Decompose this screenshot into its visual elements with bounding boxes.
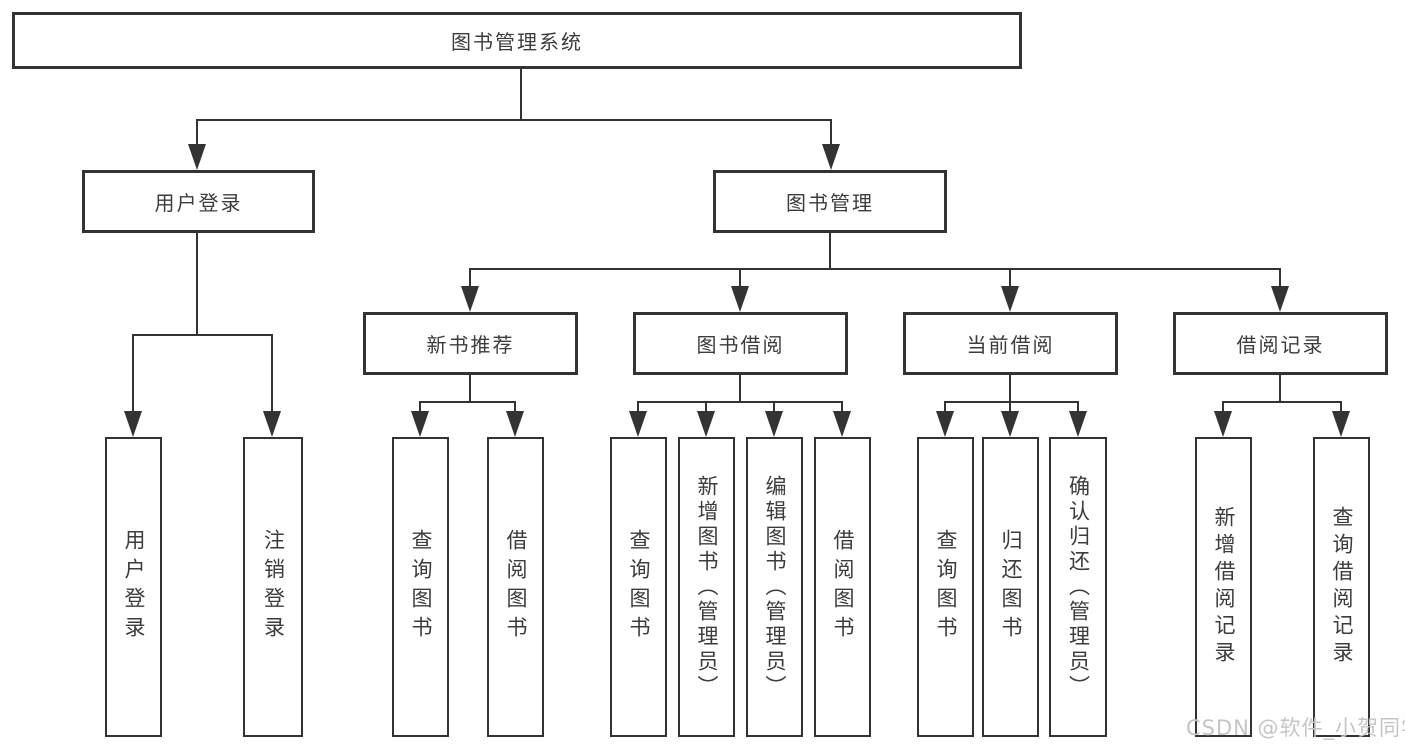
connector-vline <box>944 401 946 413</box>
arrowhead-down <box>506 411 524 437</box>
connector-vline <box>469 268 471 288</box>
connector-vline <box>196 119 198 146</box>
connector-vline <box>271 334 273 413</box>
node-new-book-recommend: 新书推荐 <box>363 312 578 375</box>
arrowhead-down <box>833 411 851 437</box>
arrowhead-down <box>936 411 954 437</box>
arrowhead-down <box>765 411 783 437</box>
connector-vline <box>1222 401 1224 413</box>
arrowhead-down <box>731 286 749 312</box>
connector-vline <box>773 401 775 413</box>
connector-hline <box>944 401 1079 403</box>
connector-vline <box>1279 268 1281 288</box>
leaf-add-borrow-record: 新增借阅记录 <box>1195 437 1252 737</box>
connector-vline <box>132 334 134 413</box>
leaf-query-borrow-record: 查询借阅记录 <box>1313 437 1370 737</box>
leaf-add-books-admin: 新增图书（管理员） <box>678 437 735 737</box>
connector-vline <box>829 233 831 270</box>
arrowhead-down <box>697 411 715 437</box>
connector-vline <box>841 401 843 413</box>
arrowhead-down <box>1214 411 1232 437</box>
arrowhead-down <box>1001 286 1019 312</box>
connector-hline <box>469 268 1281 270</box>
connector-vline <box>520 69 522 120</box>
connector-vline <box>1279 375 1281 403</box>
connector-hline <box>419 401 516 403</box>
node-root: 图书管理系统 <box>12 12 1022 69</box>
leaf-query-books-newbook: 查询图书 <box>392 437 449 737</box>
connector-vline <box>1340 401 1342 413</box>
leaf-borrow-books-newbook: 借阅图书 <box>487 437 544 737</box>
node-book-borrowing: 图书借阅 <box>633 312 848 375</box>
arrowhead-down <box>1271 286 1289 312</box>
connector-vline <box>1077 401 1079 413</box>
connector-vline <box>514 401 516 413</box>
connector-hline <box>196 119 832 121</box>
node-borrow-records: 借阅记录 <box>1173 312 1388 375</box>
leaf-confirm-return-admin: 确认归还（管理员） <box>1049 437 1107 737</box>
connector-vline <box>196 233 198 336</box>
connector-vline <box>830 119 832 146</box>
leaf-query-books-borrow: 查询图书 <box>610 437 667 737</box>
leaf-query-books-current: 查询图书 <box>917 437 974 737</box>
connector-vline <box>469 375 471 403</box>
connector-vline <box>705 401 707 413</box>
node-book-management: 图书管理 <box>713 170 947 233</box>
connector-vline <box>739 268 741 288</box>
node-user-login: 用户登录 <box>82 170 315 233</box>
connector-hline <box>132 334 273 336</box>
arrowhead-down <box>822 144 840 170</box>
leaf-user-login: 用户登录 <box>105 437 162 737</box>
arrowhead-down <box>188 144 206 170</box>
connector-vline <box>1009 375 1011 403</box>
csdn-watermark: CSDN @软件_小贺同学 <box>1186 716 1405 740</box>
arrowhead-down <box>1069 411 1087 437</box>
connector-vline <box>1009 401 1011 413</box>
arrowhead-down <box>461 286 479 312</box>
node-current-borrowing: 当前借阅 <box>903 312 1118 375</box>
leaf-borrow-books-borrow: 借阅图书 <box>814 437 871 737</box>
leaf-return-books: 归还图书 <box>982 437 1039 737</box>
connector-hline <box>637 401 843 403</box>
leaf-edit-books-admin: 编辑图书（管理员） <box>746 437 803 737</box>
connector-vline <box>1009 268 1011 288</box>
leaf-logout: 注销登录 <box>243 437 303 737</box>
arrowhead-down <box>411 411 429 437</box>
arrowhead-down <box>1001 411 1019 437</box>
connector-vline <box>739 375 741 403</box>
arrowhead-down <box>124 411 142 437</box>
connector-hline <box>1222 401 1342 403</box>
connector-vline <box>637 401 639 413</box>
arrowhead-down <box>1332 411 1350 437</box>
arrowhead-down <box>629 411 647 437</box>
arrowhead-down <box>263 411 281 437</box>
connector-vline <box>419 401 421 413</box>
